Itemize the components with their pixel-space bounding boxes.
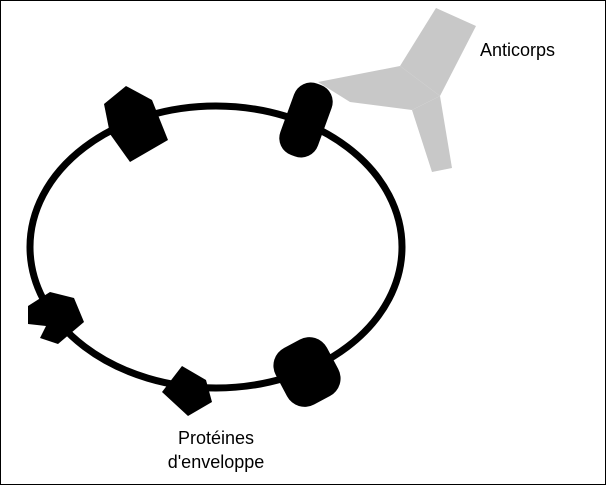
antibody-label: Anticorps [480,40,556,60]
antibody-right-arm [400,8,476,96]
envelope-proteins-label-line2: d'enveloppe [167,452,265,472]
envelope-proteins-label: Protéines d'enveloppe [140,426,292,474]
antibody-shape [318,8,476,172]
envelope-protein-bottom [162,366,212,416]
envelope-proteins-label-line1: Protéines [177,428,255,448]
envelope-protein-bottom-right [273,337,341,407]
antibody-left-arm [318,66,440,110]
envelope-protein-left [28,292,84,344]
envelope-protein-top-right [279,82,333,158]
antibody-stem [412,96,452,172]
envelope-protein-top-left [104,86,168,162]
viral-envelope-membrane [26,102,406,392]
